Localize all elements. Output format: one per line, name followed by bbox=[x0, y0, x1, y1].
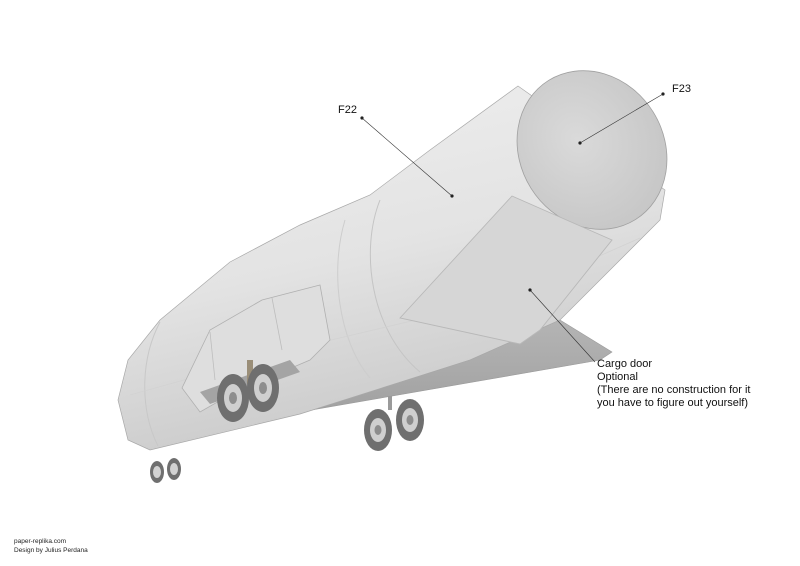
part-label-f23: F23 bbox=[672, 83, 691, 95]
leader-dot bbox=[578, 141, 582, 145]
credits-designer: Design by Julius Perdana bbox=[14, 547, 88, 554]
main-gear-wheel bbox=[247, 364, 279, 412]
cargo-door-note: Cargo door Optional (There are no constr… bbox=[597, 358, 750, 410]
leader-dot bbox=[528, 288, 532, 292]
section-seam bbox=[369, 199, 421, 373]
gear-strut bbox=[247, 360, 253, 384]
cargo-note-status: Optional bbox=[597, 371, 638, 383]
leader-line-f23 bbox=[579, 93, 664, 144]
credits: paper-replika.com Design by Julius Perda… bbox=[14, 537, 88, 555]
leader-line-cargo-door bbox=[529, 289, 596, 363]
nose-gear-wheel bbox=[150, 461, 164, 483]
leader-dot bbox=[661, 92, 665, 96]
gear-strut bbox=[388, 396, 392, 410]
fairing-panel-line bbox=[271, 297, 283, 351]
part-label-f22: F22 bbox=[338, 104, 357, 116]
section-seam bbox=[337, 219, 371, 379]
leader-line-f22 bbox=[361, 117, 453, 197]
cargo-note-line: you have to figure out yourself) bbox=[597, 397, 749, 409]
main-gear-wheel bbox=[217, 374, 249, 422]
nose-gear-wheel bbox=[167, 458, 181, 480]
cargo-note-title: Cargo door bbox=[597, 358, 653, 370]
leader-dot bbox=[360, 116, 364, 120]
landing-gear-fairing bbox=[181, 284, 331, 413]
rear-gear-wheel bbox=[364, 409, 392, 451]
cargo-door-panel bbox=[399, 195, 613, 345]
cargo-note-line: (There are no construction for it bbox=[597, 384, 751, 396]
rear-gear-wheel bbox=[396, 399, 424, 441]
fairing-panel-line bbox=[209, 331, 216, 381]
leader-dot bbox=[450, 194, 454, 198]
fuselage-end-cap bbox=[516, 70, 668, 230]
credits-site: paper-replika.com bbox=[14, 538, 67, 545]
section-seam bbox=[144, 321, 161, 447]
